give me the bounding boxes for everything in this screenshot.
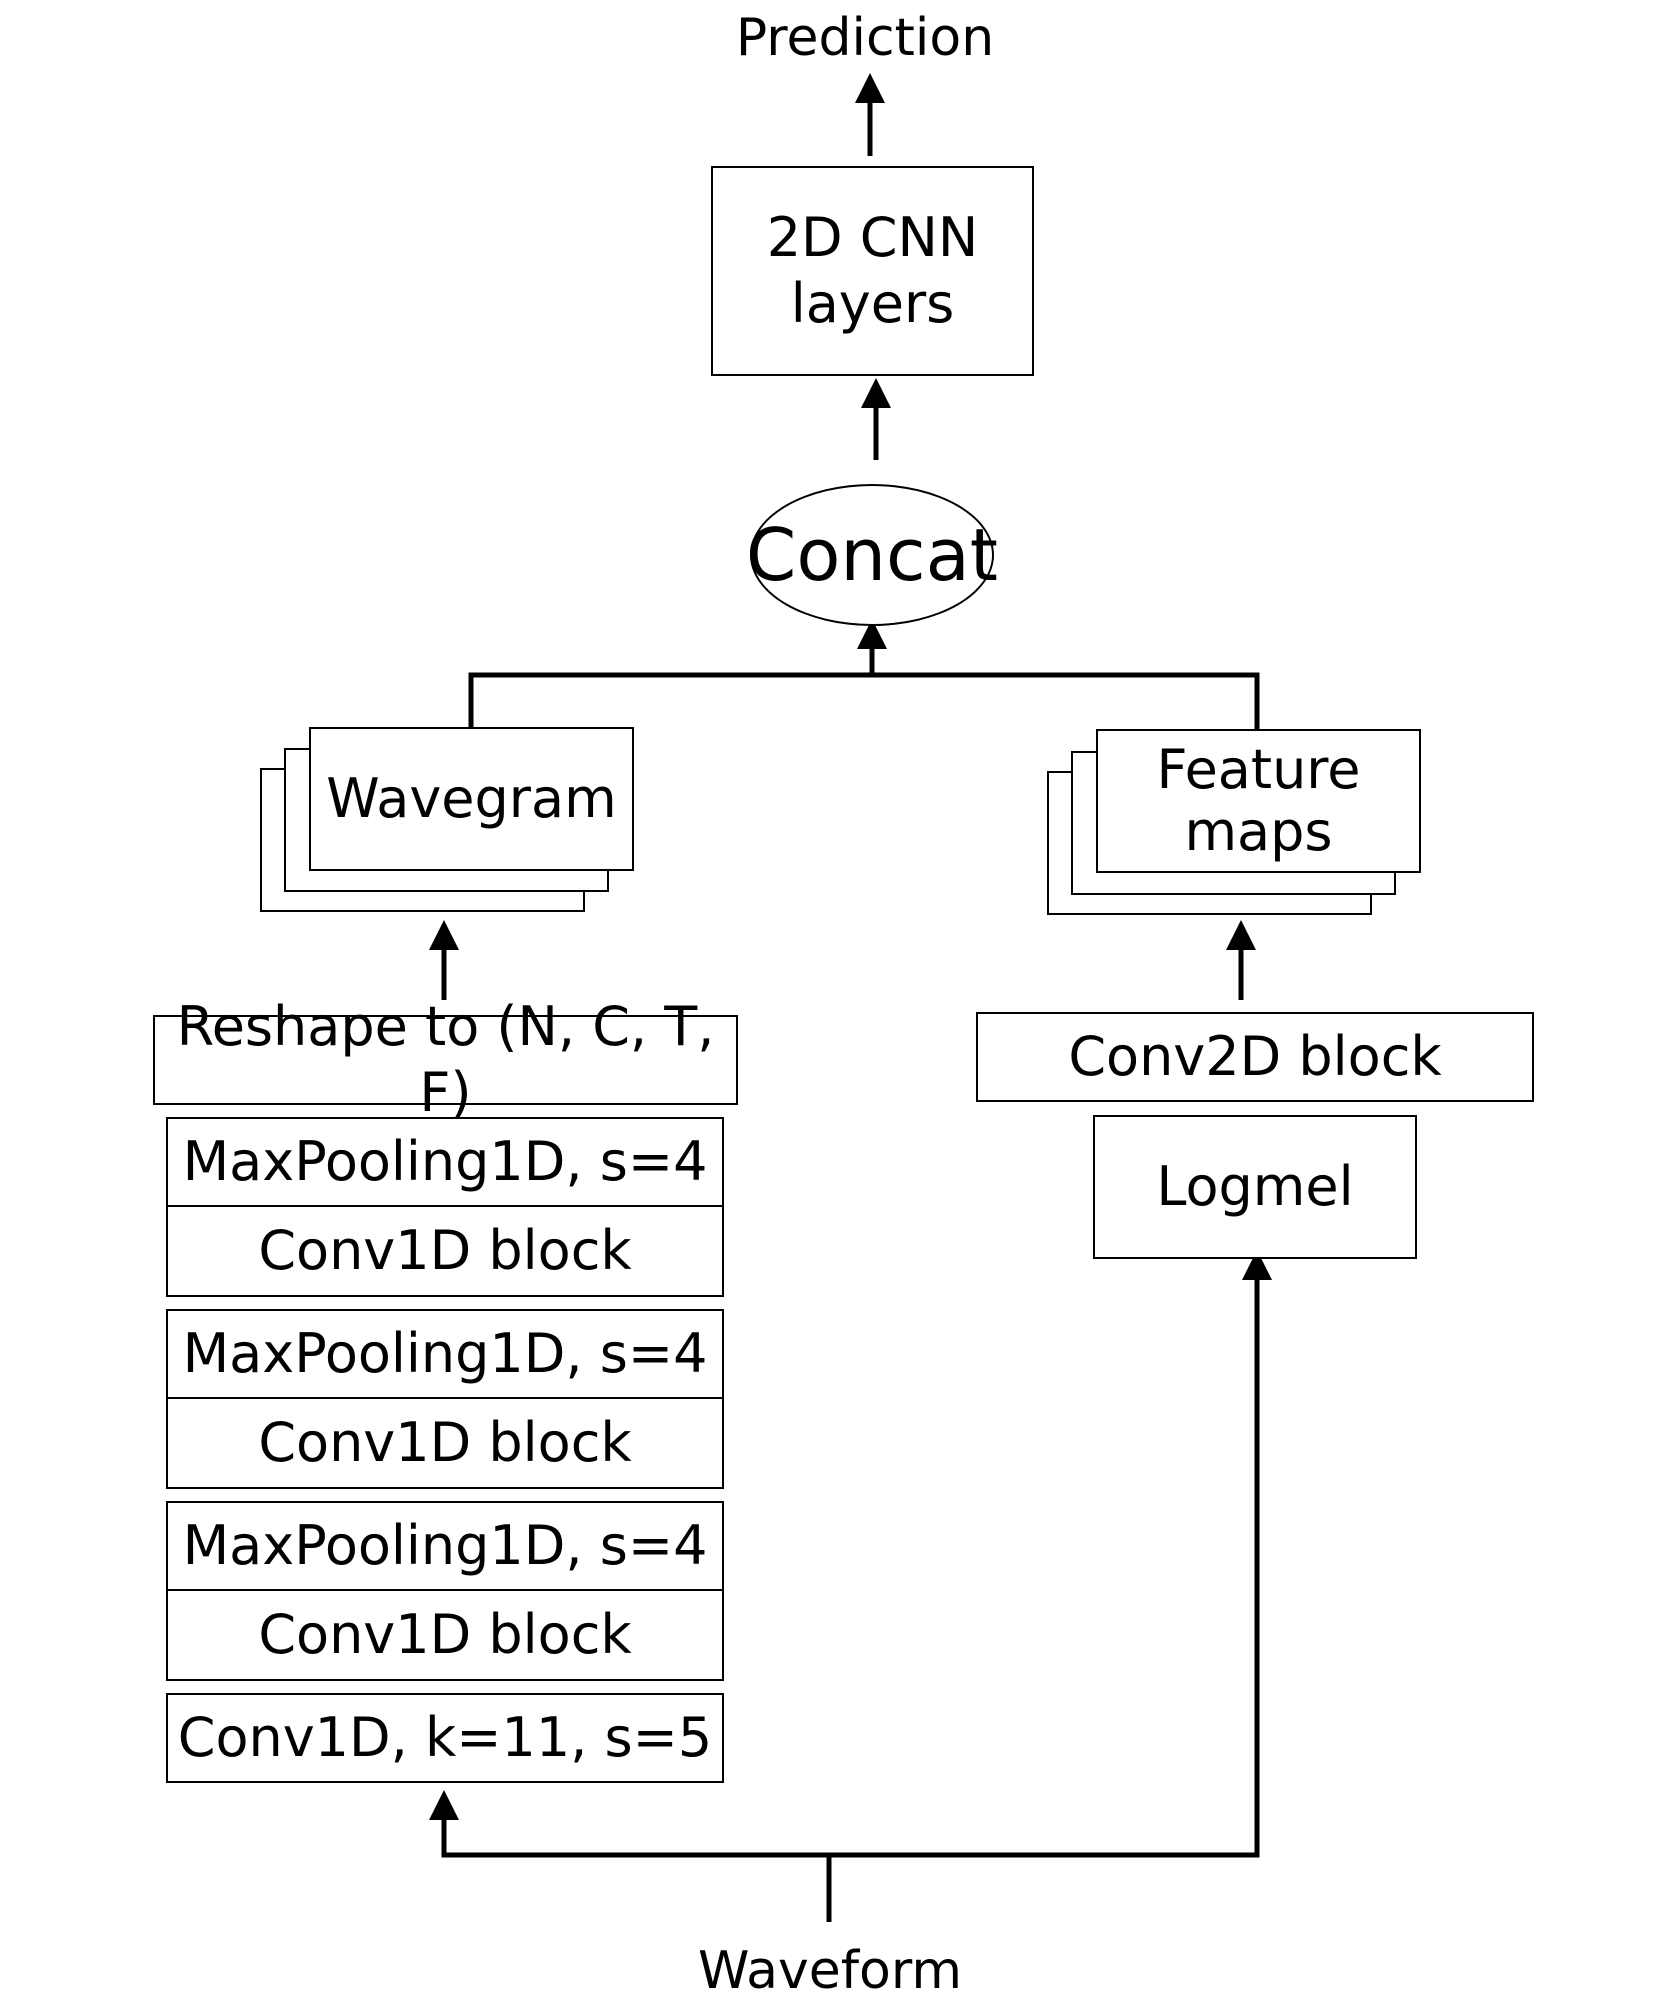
concat-node: Concat <box>746 484 998 626</box>
reshape-block: Reshape to (N, C, T, F) <box>153 995 738 1124</box>
conv1d-block-3: Conv1D block <box>166 1591 724 1681</box>
logmel-block: Logmel <box>1093 1115 1417 1259</box>
conv1d-block-2: Conv1D block <box>166 1399 724 1489</box>
reshape-label: Reshape to (N, C, T, F) <box>176 995 715 1124</box>
conv2d-block: Conv2D block <box>976 1012 1534 1102</box>
maxpool-block-2: MaxPooling1D, s=4 <box>166 1309 724 1399</box>
featuremaps-line1: Feature <box>1156 738 1361 801</box>
maxpool-label-2: MaxPooling1D, s=4 <box>182 1322 708 1385</box>
input-right-arrow <box>829 1250 1272 1858</box>
input-left-arrow <box>429 1790 829 1858</box>
conv2d-label: Conv2D block <box>1068 1025 1442 1088</box>
conv1d-label-3: Conv1D block <box>258 1603 632 1666</box>
prediction-label: Prediction <box>735 8 995 68</box>
wavegram-box: Wavegram <box>309 727 634 871</box>
cnn-layers-block: 2D CNN layers <box>711 166 1034 376</box>
conv1d-label-2: Conv1D block <box>258 1411 632 1474</box>
waveform-label: Waveform <box>698 1941 962 2001</box>
first-conv1d-label: Conv1D, k=11, s=5 <box>177 1706 713 1769</box>
conv1d-label-1: Conv1D block <box>258 1219 632 1282</box>
conv1d-block-1: Conv1D block <box>166 1207 724 1297</box>
featuremaps-box: Feature maps <box>1096 729 1421 873</box>
first-conv1d-block: Conv1D, k=11, s=5 <box>166 1693 724 1783</box>
merge-line <box>468 672 1260 729</box>
logmel-label: Logmel <box>1156 1155 1354 1218</box>
featuremaps-line2: maps <box>1184 800 1333 863</box>
maxpool-block-1: MaxPooling1D, s=4 <box>166 1117 724 1207</box>
cnn-layers-line2: layers <box>790 272 955 335</box>
maxpool-label-1: MaxPooling1D, s=4 <box>182 1130 708 1193</box>
maxpool-block-3: MaxPooling1D, s=4 <box>166 1501 724 1591</box>
cnn-layers-line1: 2D CNN <box>766 206 979 269</box>
wavegram-label: Wavegram <box>326 767 617 830</box>
concat-label: Concat <box>746 513 998 597</box>
maxpool-label-3: MaxPooling1D, s=4 <box>182 1514 708 1577</box>
